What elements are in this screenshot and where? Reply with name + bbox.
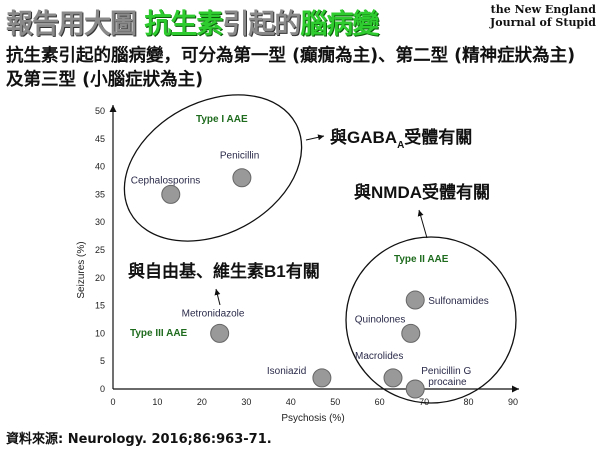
title-highlight: 抗生素 bbox=[144, 9, 223, 40]
x-tick-label: 10 bbox=[152, 397, 162, 407]
x-axis-label: Psychosis (%) bbox=[281, 413, 344, 424]
y-axis-label: Seizures (%) bbox=[76, 241, 87, 298]
page-title: 報告用大圖 抗生素引起的腦病變 bbox=[6, 2, 379, 41]
type2-ellipse bbox=[345, 236, 517, 404]
point-label: Macrolides bbox=[355, 351, 403, 362]
title-highlight: 腦病變 bbox=[300, 9, 379, 40]
y-tick-label: 45 bbox=[95, 134, 105, 144]
group-label-type2: Type II AAE bbox=[394, 254, 449, 265]
y-tick-label: 50 bbox=[95, 106, 105, 116]
data-point bbox=[383, 368, 403, 388]
y-tick-label: 5 bbox=[100, 356, 105, 366]
nmda-arrow bbox=[417, 209, 428, 239]
title-part: 報告用大圖 bbox=[6, 9, 145, 40]
gaba-arrow bbox=[305, 134, 325, 141]
nmda-annotation: 與NMDA受體有關 bbox=[354, 182, 490, 202]
point-label: Metronidazole bbox=[182, 308, 245, 319]
point-label: Penicillin bbox=[220, 151, 259, 162]
point-label: Isoniazid bbox=[267, 366, 306, 377]
point-label: Quinolones bbox=[355, 314, 406, 325]
x-tick-label: 40 bbox=[286, 397, 296, 407]
data-point bbox=[210, 323, 230, 343]
data-point bbox=[232, 168, 252, 188]
x-tick-label: 90 bbox=[508, 397, 518, 407]
y-tick-label: 25 bbox=[95, 245, 105, 255]
x-tick-label: 30 bbox=[241, 397, 251, 407]
group-label-type1: Type I AAE bbox=[196, 114, 248, 125]
title-part: 引起的 bbox=[222, 9, 301, 40]
logo-line: the New England bbox=[490, 3, 596, 16]
x-tick-label: 0 bbox=[110, 397, 115, 407]
y-tick-label: 20 bbox=[95, 273, 105, 283]
data-point bbox=[405, 290, 425, 310]
x-tick-label: 50 bbox=[330, 397, 340, 407]
subtitle: 抗生素引起的腦病變，可分為第一型 (癲癇為主)、第二型 (精神症狀為主) 及第三… bbox=[6, 46, 576, 90]
data-point bbox=[405, 379, 425, 399]
type1-ellipse bbox=[123, 94, 303, 242]
data-point bbox=[401, 323, 421, 343]
gaba-annotation: 與GABAA受體有關 bbox=[330, 127, 472, 151]
x-tick-label: 20 bbox=[197, 397, 207, 407]
data-point bbox=[161, 184, 181, 204]
y-tick-label: 10 bbox=[95, 328, 105, 338]
logo-line: Journal of Stupid bbox=[490, 16, 596, 29]
group-label-type3: Type III AAE bbox=[130, 328, 188, 339]
data-point bbox=[312, 368, 332, 388]
point-label: Sulfonamides bbox=[428, 296, 489, 307]
point-label: Cephalosporins bbox=[131, 175, 201, 186]
y-tick-label: 15 bbox=[95, 301, 105, 311]
x-tick-label: 70 bbox=[419, 397, 429, 407]
free-radical-arrow bbox=[214, 288, 221, 306]
x-tick-label: 80 bbox=[464, 397, 474, 407]
y-tick-label: 0 bbox=[100, 384, 105, 394]
y-tick-label: 35 bbox=[95, 189, 105, 199]
free-radical-annotation: 與自由基、維生素B1有關 bbox=[128, 261, 320, 281]
x-tick-label: 60 bbox=[375, 397, 385, 407]
y-tick-label: 40 bbox=[95, 162, 105, 172]
y-tick-label: 30 bbox=[95, 217, 105, 227]
source-citation: 資料來源: Neurology. 2016;86:963-71. bbox=[6, 432, 272, 447]
